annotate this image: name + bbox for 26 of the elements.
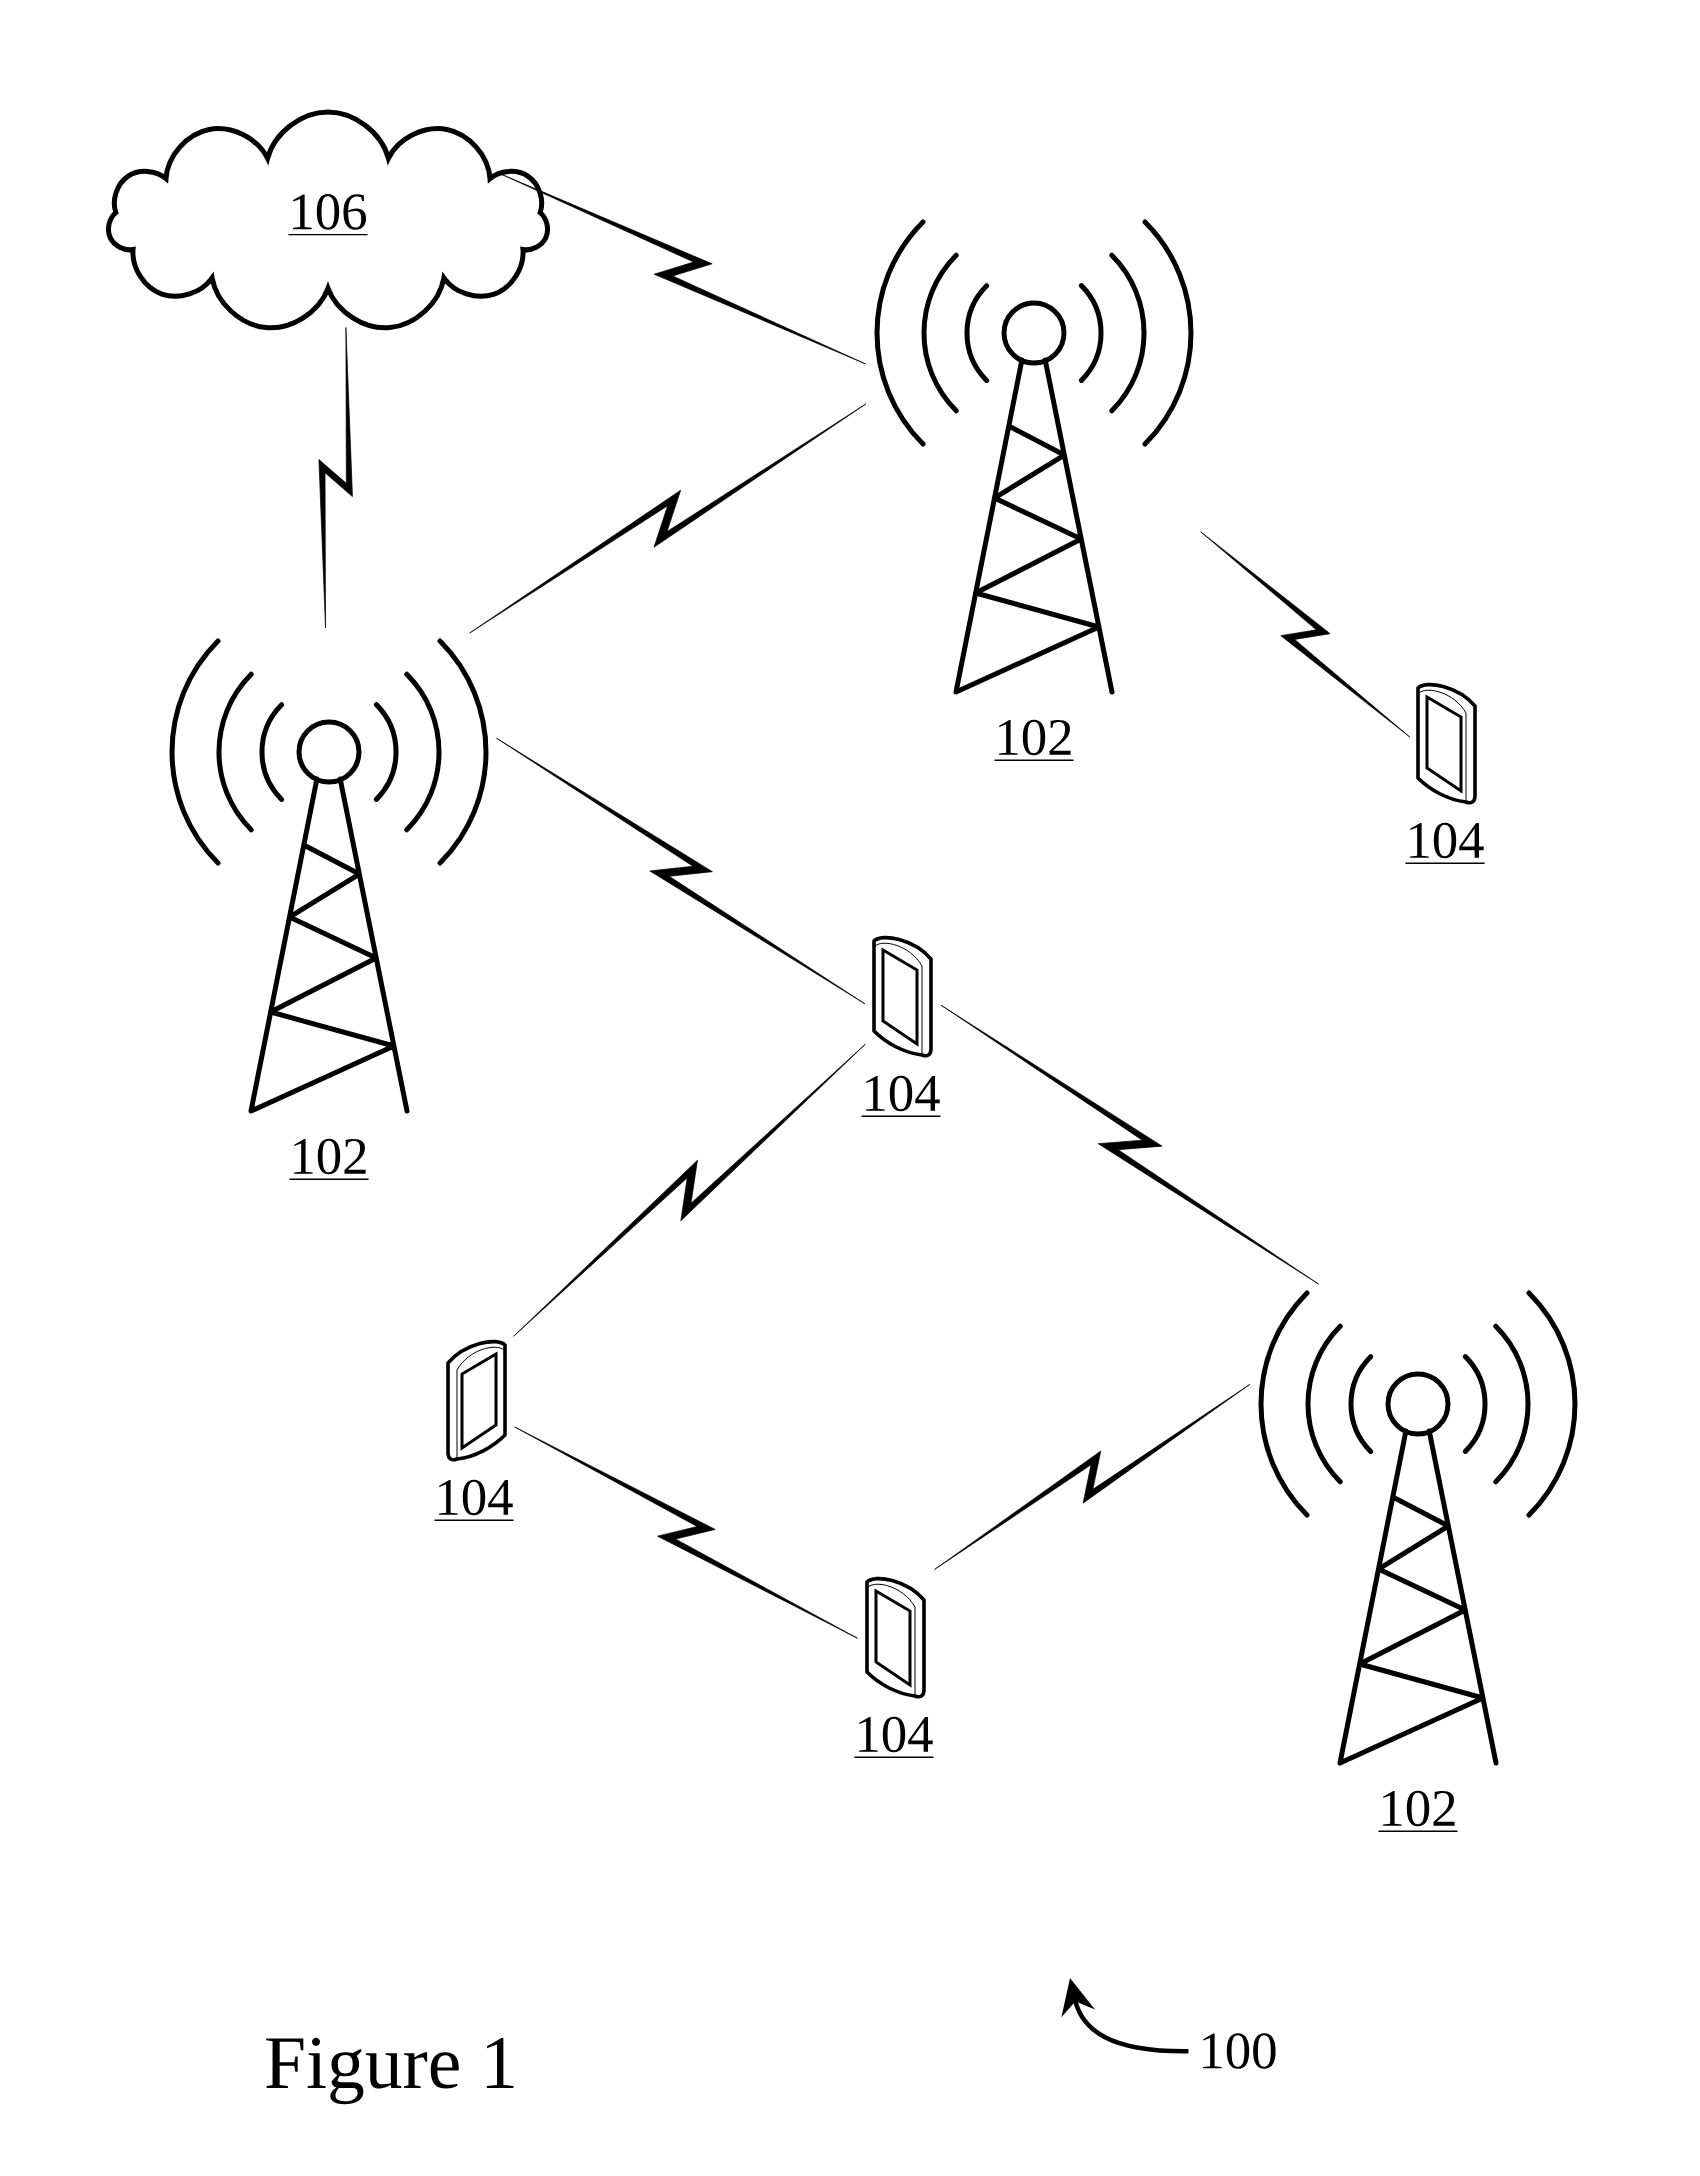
reference-numeral: 104 xyxy=(860,1075,942,1117)
lightning-bolt xyxy=(514,1426,858,1639)
reference-numeral: 104 xyxy=(433,1479,515,1521)
reference-numeral: 104 xyxy=(853,1716,935,1758)
lightning-bolt xyxy=(940,1004,1319,1285)
mobile-phone xyxy=(446,1339,507,1462)
reference-numeral: 102 xyxy=(1377,1790,1459,1832)
lightning-bolt xyxy=(934,1384,1251,1570)
lightning-bolt xyxy=(496,737,866,1005)
reference-numeral: 102 xyxy=(288,1138,370,1180)
antenna-tower xyxy=(169,638,489,1114)
antenna-tower xyxy=(874,219,1194,695)
reference-numeral: 104 xyxy=(1404,822,1486,864)
reference-numeral: 100 xyxy=(1203,2033,1276,2069)
lightning-bolt xyxy=(513,1043,866,1337)
antenna-tower xyxy=(1258,1290,1578,1766)
lightning-bolt xyxy=(318,327,353,629)
figure-caption: Figure 1 xyxy=(266,2037,514,2105)
mobile-phone xyxy=(872,935,933,1058)
lightning-bolt xyxy=(1200,531,1411,738)
mobile-phone xyxy=(1416,682,1477,805)
mobile-phone xyxy=(865,1576,926,1699)
cloud: 106 xyxy=(106,109,550,331)
lightning-bolt xyxy=(469,403,867,634)
reference-numeral: 102 xyxy=(993,719,1075,761)
lightning-bolt xyxy=(499,173,866,365)
